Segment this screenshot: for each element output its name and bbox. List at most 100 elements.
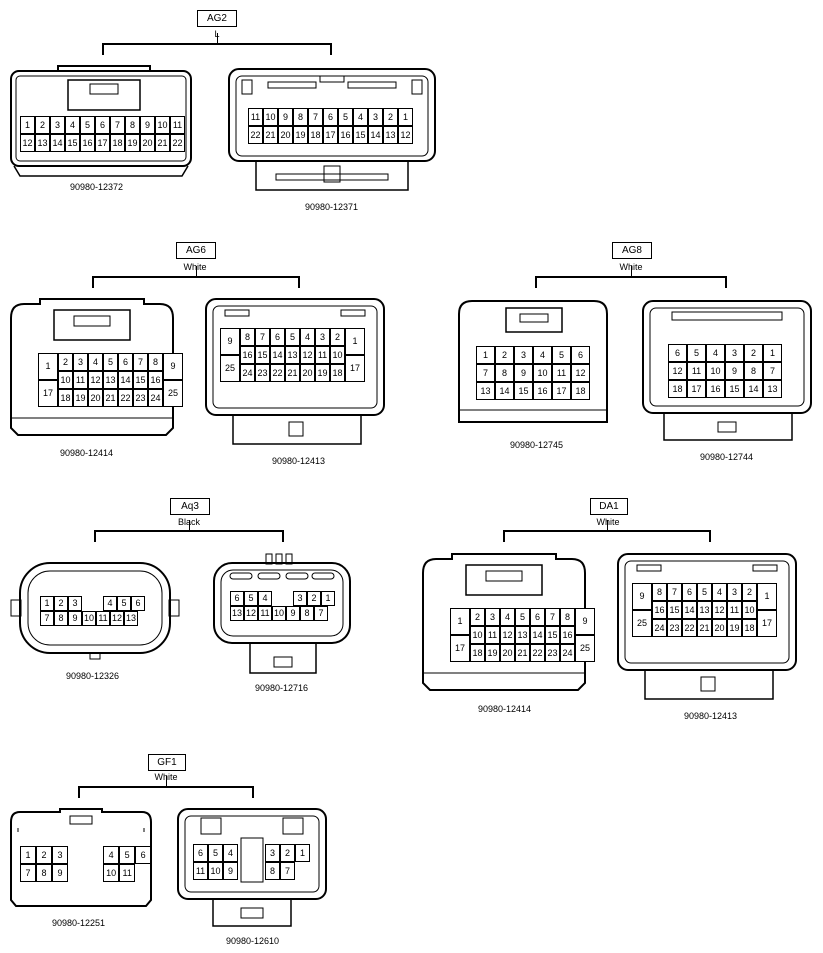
pin-cell: 21	[697, 619, 712, 637]
pin-cell: 14	[270, 346, 285, 364]
pin-cell: 1	[763, 344, 782, 362]
pin-cell: 5	[697, 583, 712, 601]
pin-cell: 18	[470, 644, 485, 662]
pin-cell: 12	[110, 611, 124, 626]
pin-cell: 6	[323, 108, 338, 126]
pin-cell: 21	[263, 126, 278, 144]
group-wire-color-aq3: Black	[166, 517, 212, 528]
pin-cell: 15	[545, 626, 560, 644]
part-number-ag2-right: 90980-12371	[305, 202, 359, 212]
pin-cell: 14	[118, 371, 133, 389]
pin-cell: 6	[118, 353, 133, 371]
pin-cell: 5	[687, 344, 706, 362]
pin-cell: 17	[38, 380, 58, 407]
pin-cell: 3	[265, 844, 280, 862]
pin-cell: 7	[133, 353, 148, 371]
pin-cell: 12	[300, 346, 315, 364]
pin-cell: 4	[103, 846, 120, 864]
pin-cell: 10	[103, 864, 120, 882]
pin-cell: 1	[295, 844, 310, 862]
pin-cell: 8	[300, 606, 314, 621]
pin-cell: 15	[353, 126, 368, 144]
pin-cell: 3	[293, 591, 307, 606]
connector-housing	[10, 298, 174, 436]
pin-cell: 8	[125, 116, 140, 134]
pin-cell: 4	[65, 116, 80, 134]
pin-cell: 11	[485, 626, 500, 644]
pin-cell: 5	[80, 116, 95, 134]
pin-cell: 24	[148, 389, 163, 407]
pin-cell: 5	[338, 108, 353, 126]
pin-cell: 18	[110, 134, 125, 152]
pin-cell: 5	[208, 844, 223, 862]
pin-cell: 2	[383, 108, 398, 126]
group-wire-color-ag8: White	[608, 262, 654, 273]
group-label-ag8: AG8	[612, 242, 652, 259]
pin-cell: 13	[285, 346, 300, 364]
pin-cell: 5	[119, 846, 136, 864]
pin-cell: 8	[495, 364, 514, 382]
pin-cell: 25	[220, 355, 240, 382]
pin-cell: 3	[485, 608, 500, 626]
pin-cell: 13	[124, 611, 138, 626]
part-number-gf1-left: 90980-12251	[52, 918, 106, 928]
pin-cell: 2	[470, 608, 485, 626]
pin-cell: 10	[706, 362, 725, 380]
pin-cell: 11	[73, 371, 88, 389]
pin-cell: 2	[58, 353, 73, 371]
pin-cell: 18	[58, 389, 73, 407]
pin-cell: 4	[300, 328, 315, 346]
pin-cell: 11	[119, 864, 136, 882]
group-bracket-gf1	[78, 776, 254, 800]
group-bracket-ag8	[535, 266, 727, 290]
pin-cell: 16	[338, 126, 353, 144]
pin-cell: 1	[40, 596, 54, 611]
pin-cell: 6	[270, 328, 285, 346]
pin-cell: 2	[495, 346, 514, 364]
pin-cell: 11	[170, 116, 185, 134]
pin-cell: 6	[230, 591, 244, 606]
pin-cell: 16	[560, 626, 575, 644]
group-wire-color-da1: White	[585, 517, 631, 528]
pin-cell: 9	[725, 362, 744, 380]
pin-cell: 16	[706, 380, 725, 398]
part-number-ag6-left: 90980-12414	[60, 448, 114, 458]
group-bracket-da1	[503, 520, 711, 544]
pin-cell: 22	[170, 134, 185, 152]
pin-cell: 3	[368, 108, 383, 126]
pin-cell: 4	[258, 591, 272, 606]
pin-cell: 8	[54, 611, 68, 626]
group-wire-color-ag2: L	[197, 29, 237, 40]
pin-cell: 7	[545, 608, 560, 626]
connector-housing	[10, 808, 152, 907]
pin-cell: 2	[744, 344, 763, 362]
pin-cell: 1	[476, 346, 495, 364]
pin-cell: 6	[571, 346, 590, 364]
pin-cell: 9	[514, 364, 533, 382]
pin-cell: 8	[148, 353, 163, 371]
pin-cell: 25	[632, 610, 652, 637]
pin-cell: 21	[155, 134, 170, 152]
pin-cell: 9	[575, 608, 595, 635]
pin-cell: 6	[95, 116, 110, 134]
pin-cell: 2	[36, 846, 52, 864]
connector-housing	[617, 553, 797, 700]
pin-cell: 5	[117, 596, 131, 611]
pin-cell: 3	[315, 328, 330, 346]
pin-cell: 10	[330, 346, 345, 364]
pin-cell: 14	[50, 134, 65, 152]
group-bracket-ag6	[92, 266, 300, 290]
pin-cell: 4	[223, 844, 238, 862]
pin-cell: 3	[50, 116, 65, 134]
pin-cell: 11	[315, 346, 330, 364]
pin-cell: 4	[712, 583, 727, 601]
connector-housing	[10, 65, 192, 177]
pin-cell: 3	[514, 346, 533, 364]
pin-cell: 24	[240, 364, 255, 382]
pin-cell: 11	[258, 606, 272, 621]
pin-cell: 22	[682, 619, 697, 637]
pin-cell: 1	[321, 591, 335, 606]
pin-cell: 23	[545, 644, 560, 662]
pin-cell: 17	[757, 610, 777, 637]
